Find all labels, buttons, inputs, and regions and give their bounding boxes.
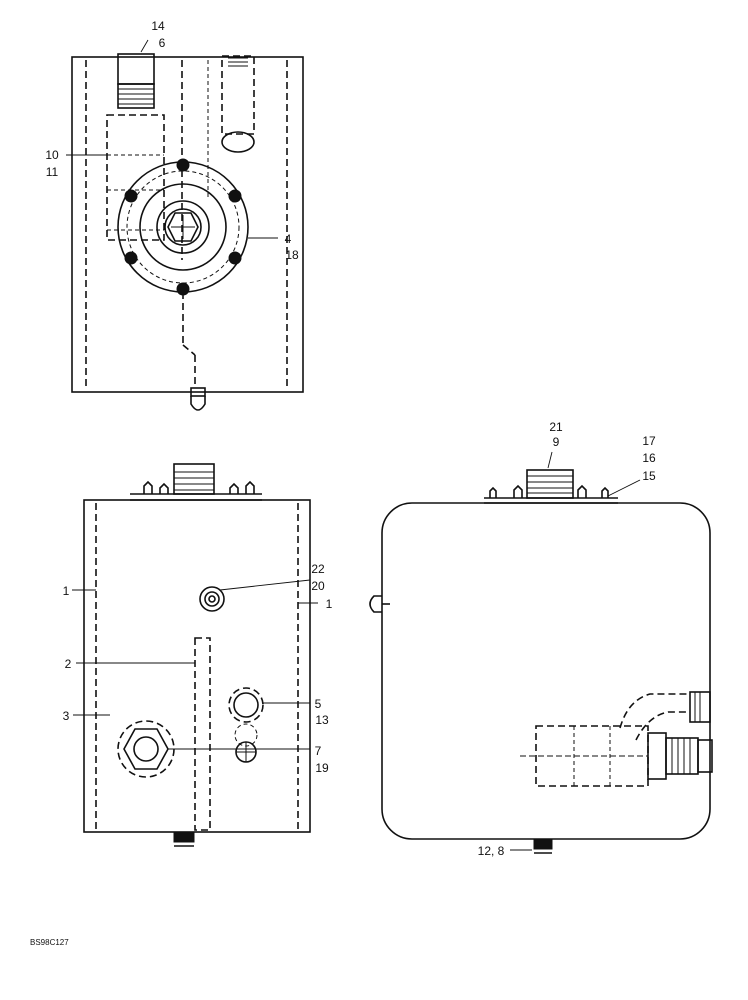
top-view-outline [71,56,304,393]
callout-19: 19 [315,761,329,775]
callout-20: 20 [311,579,325,593]
suction-flange [117,158,249,296]
side-view: 21 9 17 16 15 12, 8 [369,420,713,858]
filler-cap-side [484,469,618,504]
callout-15: 15 [642,469,656,483]
drain-plug-top-view [190,387,206,411]
front-view-outline [83,499,311,833]
return-port [228,687,264,747]
callout-14: 14 [151,19,165,33]
callout-16: 16 [642,451,656,465]
callout-9: 9 [553,435,560,449]
side-view-outline [381,502,711,840]
callout-1-right: 1 [326,597,333,611]
callout-12-8: 12, 8 [478,844,505,858]
callout-4: 4 [285,232,292,246]
callout-5: 5 [315,697,322,711]
callout-3: 3 [63,709,70,723]
suction-tube [221,55,255,153]
callout-6: 6 [159,36,166,50]
filter-housing-side [520,725,713,787]
hex-plug [117,720,175,778]
drain-plug-front [173,831,195,847]
callout-17: 17 [642,434,656,448]
callout-22: 22 [311,562,325,576]
callout-7: 7 [315,744,322,758]
filter-element [106,114,165,241]
drain-plug-side [533,838,553,854]
callout-1-left: 1 [63,584,70,598]
callout-21: 21 [549,420,563,434]
top-view: 14 6 10 11 4 18 [45,19,304,411]
callout-10: 10 [45,148,59,162]
side-plug [369,595,390,613]
baffle [194,637,211,831]
callout-11: 11 [46,165,59,179]
sight-gauge [199,586,225,612]
temperature-switch [235,741,257,763]
suction-elbow [619,691,711,741]
filler-cap-front [130,463,262,501]
front-view: 1 1 2 3 22 20 5 13 7 19 [63,463,333,847]
callout-2: 2 [65,657,72,671]
breather-cap [117,53,155,109]
drawing-code: BS98C127 [30,938,69,947]
callout-18: 18 [285,248,299,262]
callout-13: 13 [315,713,329,727]
